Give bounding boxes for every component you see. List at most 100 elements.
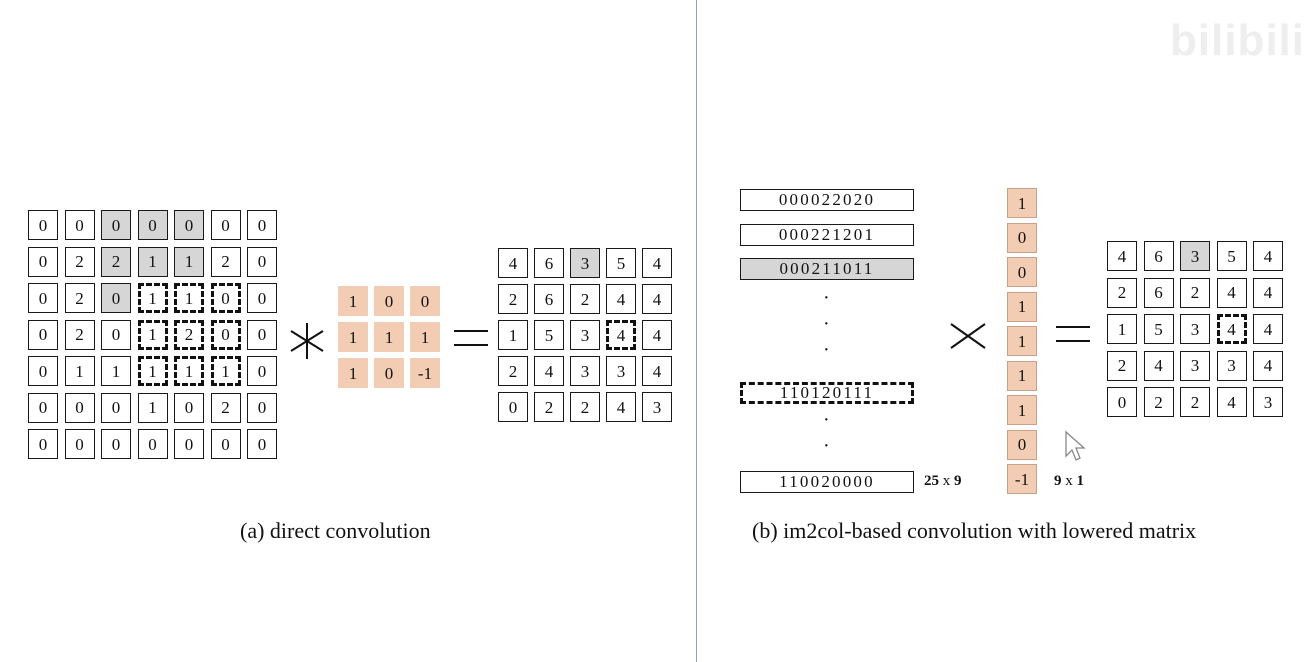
input-cell: 0 <box>247 392 277 423</box>
input-cell: 2 <box>210 392 241 423</box>
lowered-dim-label: 25 x 9 <box>924 473 962 489</box>
output-cell: 3 <box>1253 387 1283 417</box>
output-cell: 6 <box>534 284 564 314</box>
input-cell: 0 <box>101 429 131 459</box>
ellipsis-dot: · <box>823 409 830 431</box>
output-cell: 1 <box>1107 314 1137 344</box>
output-cell: 4 <box>1107 241 1137 271</box>
output-cell: 3 <box>1180 241 1210 271</box>
output-cell: 2 <box>1107 277 1137 308</box>
input-cell: 0 <box>64 429 95 459</box>
input-cell: 0 <box>247 246 277 277</box>
equals-operator-icon <box>454 330 488 346</box>
output-cell: 4 <box>642 284 672 314</box>
bilibili-watermark: bilibili <box>1169 16 1305 65</box>
input-cell: 0 <box>174 392 204 423</box>
lowered-row: 110020000 <box>740 471 914 493</box>
output-cell: 6 <box>534 248 564 278</box>
input-cell: 2 <box>64 246 95 277</box>
lowered-row: 110120111 <box>740 382 914 404</box>
input-cell: 1 <box>174 246 204 277</box>
output-cell: 2 <box>498 356 528 386</box>
input-cell: 0 <box>28 319 58 350</box>
output-cell: 2 <box>570 392 600 422</box>
input-cell: 0 <box>247 319 277 350</box>
output-cell: 3 <box>570 248 600 278</box>
caption-b: (b) im2col-based convolution with lowere… <box>752 518 1197 543</box>
input-cell: 1 <box>137 283 168 313</box>
output-cell: 4 <box>642 356 672 386</box>
input-cell: 1 <box>137 319 168 350</box>
output-cell: 3 <box>570 320 600 350</box>
output-cell: 4 <box>1253 277 1283 308</box>
input-cell: 0 <box>64 392 95 423</box>
kernel-cell: 0 <box>374 286 404 316</box>
kernel-cell: 0 <box>374 358 404 388</box>
ellipsis-dot: · <box>823 339 830 361</box>
input-cell: 1 <box>137 356 168 386</box>
kernel-cell: 1 <box>374 322 404 352</box>
output-cell: 5 <box>1143 314 1174 344</box>
lowered-row: 000221201 <box>740 224 914 246</box>
kernel-vector-cell: 0 <box>1007 222 1037 253</box>
input-cell: 0 <box>28 429 58 459</box>
input-cell: 2 <box>64 319 95 350</box>
output-cell: 5 <box>606 248 636 278</box>
input-cell: 1 <box>137 246 168 277</box>
output-cell: 4 <box>1216 387 1247 417</box>
kernel-cell: 1 <box>338 358 368 388</box>
output-cell: 3 <box>1180 350 1210 381</box>
output-cell: 3 <box>570 356 600 386</box>
input-cell: 0 <box>210 429 241 459</box>
input-cell: 0 <box>28 392 58 423</box>
output-cell: 3 <box>642 392 672 422</box>
input-cell: 1 <box>137 392 168 423</box>
input-cell: 1 <box>210 356 241 386</box>
output-cell: 2 <box>498 284 528 314</box>
ellipsis-dot: · <box>823 313 830 335</box>
output-cell: 2 <box>570 284 600 314</box>
output-cell: 5 <box>1216 241 1247 271</box>
input-cell: 0 <box>101 319 131 350</box>
output-cell: 4 <box>1253 350 1283 381</box>
output-cell: 5 <box>534 320 564 350</box>
input-cell: 0 <box>247 429 277 459</box>
output-cell: 3 <box>1180 314 1210 344</box>
output-cell: 3 <box>606 356 636 386</box>
input-cell: 0 <box>137 429 168 459</box>
output-cell: 3 <box>1216 350 1247 381</box>
output-cell: 4 <box>1216 314 1247 344</box>
output-cell: 4 <box>1216 277 1247 308</box>
input-cell: 0 <box>174 429 204 459</box>
input-cell: 0 <box>247 283 277 313</box>
input-cell: 0 <box>247 356 277 386</box>
output-cell: 6 <box>1143 241 1174 271</box>
output-cell: 0 <box>498 392 528 422</box>
input-cell: 0 <box>174 210 204 240</box>
kernel-vector-cell: 1 <box>1007 395 1037 425</box>
input-cell: 0 <box>101 210 131 240</box>
output-cell: 4 <box>606 320 636 350</box>
kernel-vector-cell: 1 <box>1007 188 1037 218</box>
output-cell: 4 <box>1253 241 1283 271</box>
input-cell: 2 <box>210 246 241 277</box>
equals-operator-icon <box>1056 326 1090 342</box>
input-cell: 1 <box>174 356 204 386</box>
kernel-vector-cell: 1 <box>1007 360 1037 391</box>
input-cell: 0 <box>28 283 58 313</box>
kernel-cell: 0 <box>410 286 440 316</box>
output-cell: 4 <box>534 356 564 386</box>
input-cell: 0 <box>64 210 95 240</box>
lowered-row: 000022020 <box>740 189 914 211</box>
kernel-vector-cell: 1 <box>1007 291 1037 322</box>
kernel-vector-cell: 0 <box>1007 257 1037 287</box>
output-cell: 4 <box>642 248 672 278</box>
output-cell: 6 <box>1143 277 1174 308</box>
input-cell: 0 <box>28 246 58 277</box>
lowered-row: 000211011 <box>740 258 914 280</box>
caption-a: (a) direct convolution <box>240 518 431 543</box>
asterisk-operator-icon <box>290 323 324 359</box>
input-cell: 0 <box>210 319 241 350</box>
kernel-vector-cell: 1 <box>1007 326 1037 356</box>
ellipsis-dot: · <box>823 435 830 457</box>
